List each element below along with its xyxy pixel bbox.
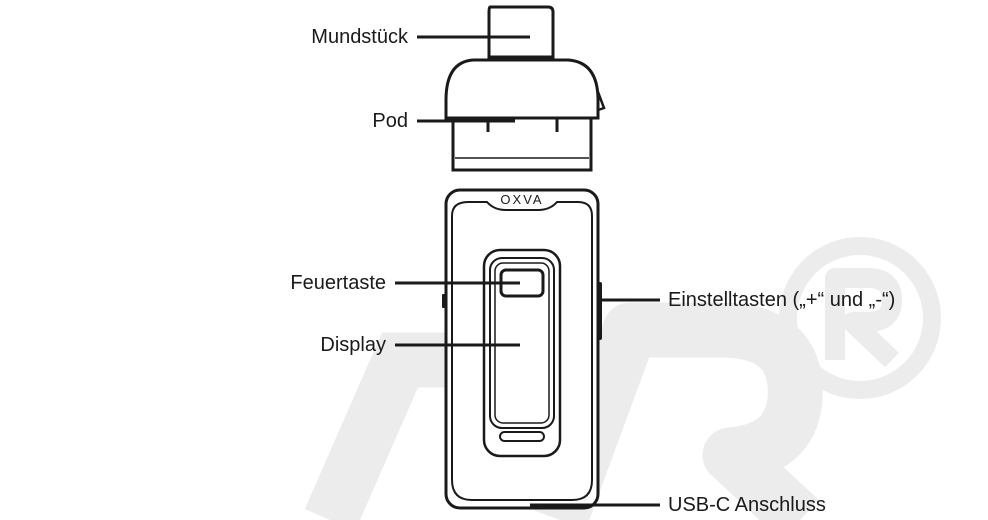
pod-shape — [444, 58, 600, 120]
label-mouthpiece: Mundstück — [311, 26, 408, 48]
pod-tank — [451, 116, 593, 172]
display-bottom-slot — [499, 431, 545, 442]
pod-clip — [596, 91, 606, 112]
display-frame-inner — [489, 257, 555, 429]
label-pod: Pod — [372, 110, 408, 132]
label-fire-button: Feuertaste — [290, 272, 386, 294]
label-usb-port: USB-C Anschluss — [668, 494, 826, 516]
device-front-panel — [451, 201, 593, 501]
adjust-buttons-shape — [597, 282, 602, 340]
mouthpiece-shape — [487, 5, 555, 59]
display-screen — [494, 262, 550, 424]
brand-logo: OXVA — [500, 192, 543, 207]
left-side-detail — [442, 294, 447, 308]
display-frame-outer — [482, 248, 562, 458]
label-adjust-buttons: Einstelltasten („+“ und „-“) — [668, 289, 896, 311]
label-display: Display — [320, 334, 386, 356]
device-body — [444, 188, 600, 510]
